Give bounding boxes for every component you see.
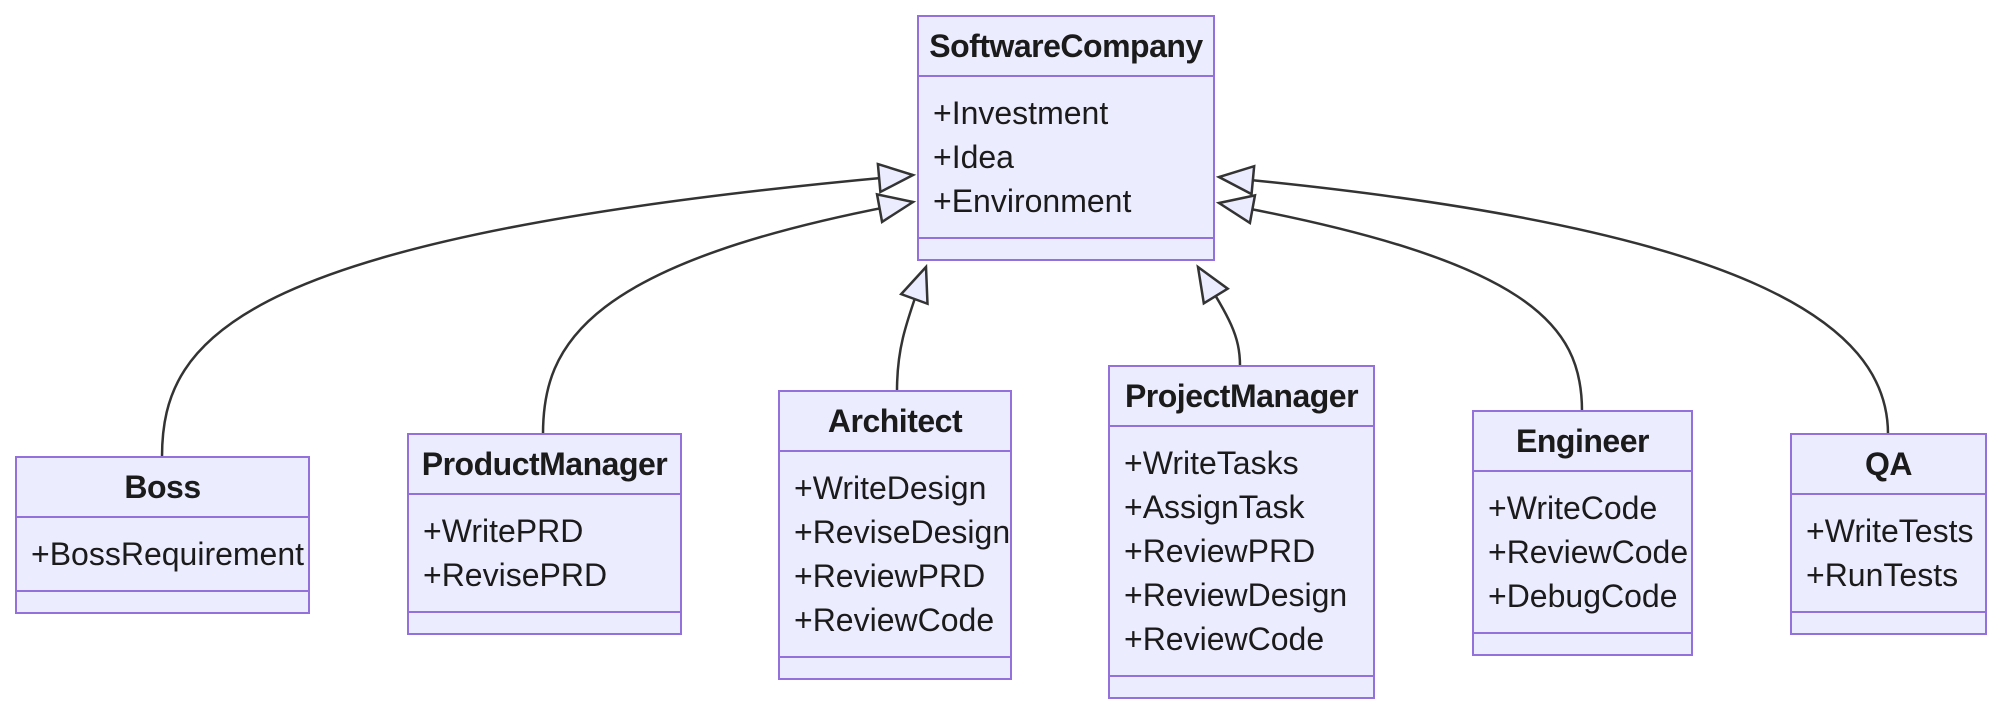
inheritance-edge-boss bbox=[160, 162, 917, 458]
class-attribute: +RevisePRD bbox=[423, 557, 608, 593]
inheritance-edge-projectmanager bbox=[1196, 264, 1242, 367]
class-attributes: +WriteTests +RunTests bbox=[1792, 495, 1985, 613]
class-attribute: +ReviewPRD bbox=[794, 558, 986, 594]
class-attribute: +ReviseDesign bbox=[794, 514, 1011, 550]
class-attribute: +WriteDesign bbox=[794, 470, 987, 506]
inheritance-edge-qa bbox=[1215, 164, 1890, 435]
inheritance-edge-architect bbox=[895, 263, 929, 392]
class-methods-empty bbox=[1792, 613, 1985, 633]
class-methods-empty bbox=[1110, 677, 1373, 697]
class-name: SoftwareCompany bbox=[919, 17, 1213, 77]
class-box-softwarecompany: SoftwareCompany +Investment +Idea +Environ… bbox=[917, 15, 1215, 261]
class-methods-empty bbox=[17, 592, 308, 612]
class-attribute: +ReviewCode bbox=[1488, 534, 1689, 570]
class-attributes: +WriteDesign +ReviseDesign +ReviewPRD +Revi… bbox=[780, 452, 1010, 658]
class-attribute: +ReviewDesign bbox=[1124, 577, 1348, 613]
class-box-projectmanager: ProjectManager +WriteTasks +AssignTask +Re… bbox=[1108, 365, 1375, 699]
class-name: Engineer bbox=[1474, 412, 1691, 472]
class-name: ProductManager bbox=[409, 435, 680, 495]
class-attribute: +BossRequirement bbox=[31, 536, 305, 572]
class-name: QA bbox=[1792, 435, 1985, 495]
class-attribute: +RunTests bbox=[1806, 557, 1959, 593]
class-box-boss: Boss +BossRequirement bbox=[15, 456, 310, 614]
class-attribute: +Idea bbox=[933, 139, 1014, 175]
class-attributes: +WriteTasks +AssignTask +ReviewPRD +ReviewD… bbox=[1110, 427, 1373, 677]
class-name: ProjectManager bbox=[1110, 367, 1373, 427]
class-attributes: +WritePRD +RevisePRD bbox=[409, 495, 680, 613]
class-name: Architect bbox=[780, 392, 1010, 452]
class-box-architect: Architect +WriteDesign +ReviseDesign +Revi… bbox=[778, 390, 1012, 680]
class-box-engineer: Engineer +WriteCode +ReviewCode +DebugCode bbox=[1472, 410, 1693, 656]
class-attribute: +AssignTask bbox=[1124, 489, 1305, 525]
class-attribute: +WriteTasks bbox=[1124, 445, 1299, 481]
class-box-productmanager: ProductManager +WritePRD +RevisePRD bbox=[407, 433, 682, 635]
inheritance-edge-productmanager bbox=[541, 192, 917, 435]
class-methods-empty bbox=[1474, 634, 1691, 654]
class-name: Boss bbox=[17, 458, 308, 518]
class-methods-empty bbox=[780, 658, 1010, 678]
class-attribute: +WritePRD bbox=[423, 513, 584, 549]
class-attributes: +WriteCode +ReviewCode +DebugCode bbox=[1474, 472, 1691, 634]
class-attribute: +DebugCode bbox=[1488, 578, 1678, 614]
inheritance-edge-engineer bbox=[1215, 193, 1584, 412]
class-box-qa: QA +WriteTests +RunTests bbox=[1790, 433, 1987, 635]
class-attribute: +ReviewCode bbox=[794, 602, 995, 638]
class-attribute: +Investment bbox=[933, 95, 1109, 131]
class-attribute: +ReviewCode bbox=[1124, 621, 1325, 657]
class-attribute: +ReviewPRD bbox=[1124, 533, 1316, 569]
class-methods-empty bbox=[919, 239, 1213, 259]
class-attributes: +Investment +Idea +Environment bbox=[919, 77, 1213, 239]
class-methods-empty bbox=[409, 613, 680, 633]
class-attributes: +BossRequirement bbox=[17, 518, 308, 592]
class-attribute: +Environment bbox=[933, 183, 1132, 219]
class-attribute: +WriteTests bbox=[1806, 513, 1974, 549]
class-attribute: +WriteCode bbox=[1488, 490, 1658, 526]
